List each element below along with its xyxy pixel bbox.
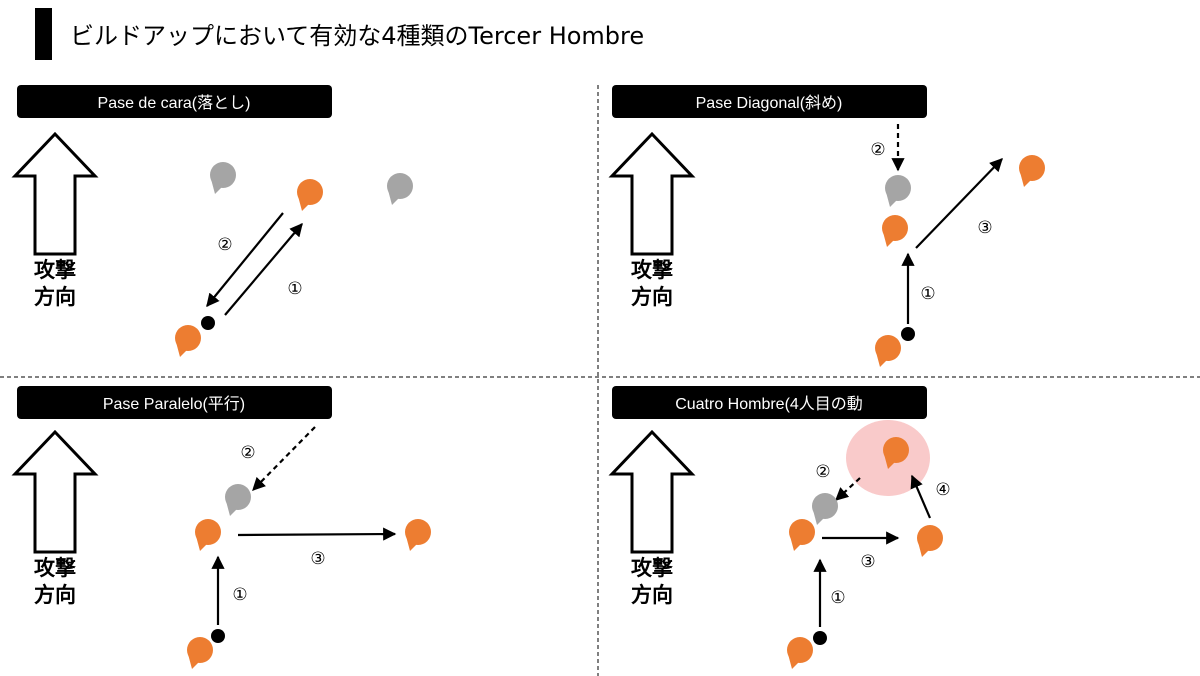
attacker-marker — [187, 637, 213, 669]
step-label: ② — [870, 140, 885, 160]
pass-arrow-3 — [915, 158, 1003, 249]
step-label: ① — [232, 585, 247, 605]
step-label: ④ — [935, 480, 950, 500]
ball — [813, 631, 827, 645]
pass-arrow-3 — [237, 527, 397, 541]
attack-direction-label-2: 方向 — [34, 285, 76, 309]
panel-title: Pase Paralelo(平行) — [103, 395, 245, 413]
ball — [901, 327, 915, 341]
step-label: ③ — [977, 218, 992, 238]
attack-direction-label-1: 攻撃 — [631, 556, 673, 580]
step-label: ③ — [860, 552, 875, 572]
attacker-marker — [882, 215, 908, 247]
attack-direction-arrow-icon — [11, 131, 99, 256]
pass-arrow-4 — [910, 474, 932, 519]
step-label: ① — [287, 279, 302, 299]
attack-direction-label-1: 攻撃 — [34, 258, 76, 282]
panel-title: Cuatro Hombre(4人目の動 — [675, 395, 863, 413]
movement-arrow-2 — [252, 426, 316, 491]
step-label: ① — [920, 284, 935, 304]
attacker-marker — [883, 437, 909, 469]
step-label: ② — [217, 235, 232, 255]
step-label: ① — [830, 588, 845, 608]
panel-title-box — [612, 386, 927, 419]
step-label: ③ — [310, 549, 325, 569]
panel-title: Pase Diagonal(斜め) — [696, 94, 843, 112]
page-title: ビルドアップにおいて有効な4種類のTercer Hombre — [70, 22, 644, 50]
pass-arrow-2 — [206, 212, 284, 308]
attacker-marker — [297, 179, 323, 211]
step-label: ② — [815, 462, 830, 482]
attack-direction-label-2: 方向 — [631, 583, 673, 607]
attack-direction-arrow-icon — [11, 429, 99, 554]
panel-title: Pase de cara(落とし) — [98, 94, 251, 112]
attack-direction-arrow-icon — [608, 429, 696, 554]
defender-marker — [210, 162, 236, 194]
defender-marker — [885, 175, 911, 207]
attacker-marker — [405, 519, 431, 551]
attack-direction-arrow-icon — [608, 131, 696, 256]
defender-marker — [225, 484, 251, 516]
defender-marker — [387, 173, 413, 205]
ball — [211, 629, 225, 643]
attacker-marker — [787, 637, 813, 669]
ball — [201, 316, 215, 330]
pass-arrow-1 — [224, 222, 303, 316]
attack-direction-label-1: 攻撃 — [34, 556, 76, 580]
attacker-marker — [789, 519, 815, 551]
attacker-marker — [875, 335, 901, 367]
attacker-marker — [917, 525, 943, 557]
attacker-marker — [1019, 155, 1045, 187]
step-label: ② — [240, 443, 255, 463]
title-bar-accent — [35, 8, 52, 60]
panel-title-box — [612, 85, 927, 118]
attack-direction-label-1: 攻撃 — [631, 258, 673, 282]
movement-arrow-2 — [835, 477, 861, 501]
panel-title-box — [17, 85, 332, 118]
attacker-marker — [175, 325, 201, 357]
panel-title-box — [17, 386, 332, 419]
attacker-marker — [195, 519, 221, 551]
defender-marker — [812, 493, 838, 525]
attack-direction-label-2: 方向 — [631, 285, 673, 309]
attack-direction-label-2: 方向 — [34, 583, 76, 607]
